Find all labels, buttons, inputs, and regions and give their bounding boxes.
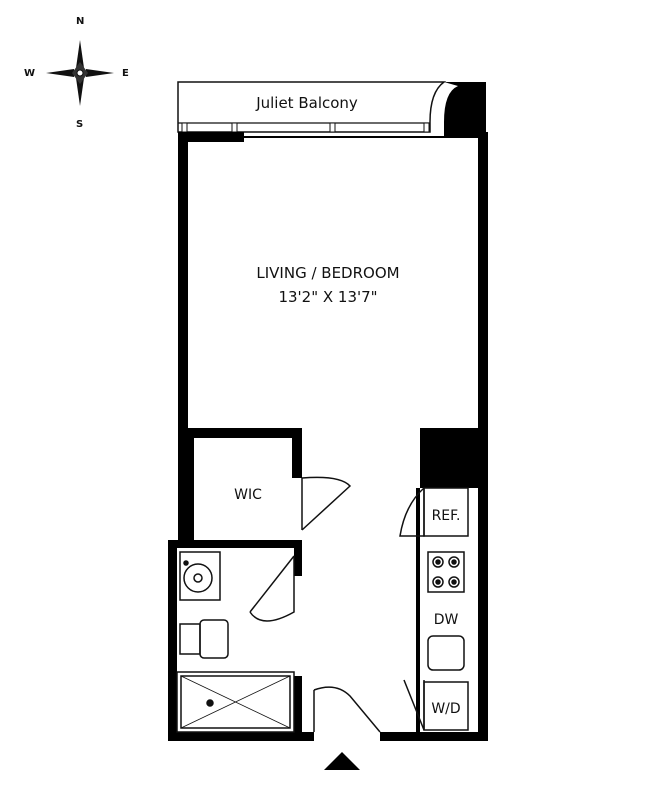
wic-door <box>301 476 352 531</box>
toilet <box>179 619 229 659</box>
balcony <box>177 81 486 136</box>
sink <box>179 551 221 601</box>
bath-door <box>249 555 295 622</box>
compass-east: E <box>122 68 129 79</box>
shower <box>176 671 295 733</box>
stove <box>427 551 465 593</box>
washer-dryer-label: W/D <box>431 701 460 717</box>
dishwasher-label: DW <box>434 612 459 628</box>
compass-west: W <box>24 68 35 79</box>
washer-dryer <box>403 679 469 731</box>
living-room-label: LIVING / BEDROOM <box>256 264 399 282</box>
exterior-walls <box>168 132 488 741</box>
balcony-label: Juliet Balcony <box>255 94 358 112</box>
closet-label: WIC <box>234 487 262 503</box>
living-room-dimensions: 13'2" X 13'7" <box>278 288 377 306</box>
entry-arrow-icon <box>324 752 360 770</box>
entry-door <box>313 686 381 733</box>
fridge-label: REF. <box>432 508 461 524</box>
compass-icon: N S E W <box>24 16 129 130</box>
compass-north: N <box>76 16 84 27</box>
compass-south: S <box>76 119 83 130</box>
fridge <box>399 487 469 537</box>
kitchen-sink <box>427 635 465 671</box>
